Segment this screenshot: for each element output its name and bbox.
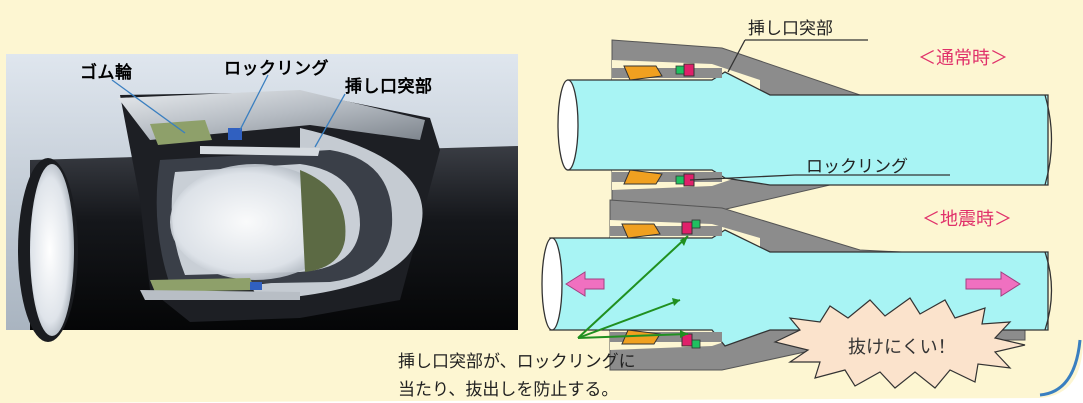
normal-label-spigot-protrusion: 挿し口突部: [748, 19, 833, 39]
burst-text: 抜けにくい！: [848, 337, 956, 358]
normal-state-label: ＜通常時＞: [918, 48, 1008, 69]
normal-label-lock-ring: ロックリング: [806, 157, 908, 177]
note-line-1: 挿し口突部が、ロックリングに: [398, 352, 636, 372]
photo-label-rubber-ring: ゴム輪: [80, 63, 133, 83]
photo-label-spigot-protrusion: 挿し口突部: [345, 77, 433, 97]
note-line-2: 当たり、抜出しを防止する。: [398, 380, 619, 400]
photo-label-lock-ring: ロックリング: [224, 59, 329, 79]
earthquake-state-label: ＜地震時＞: [922, 209, 1012, 230]
